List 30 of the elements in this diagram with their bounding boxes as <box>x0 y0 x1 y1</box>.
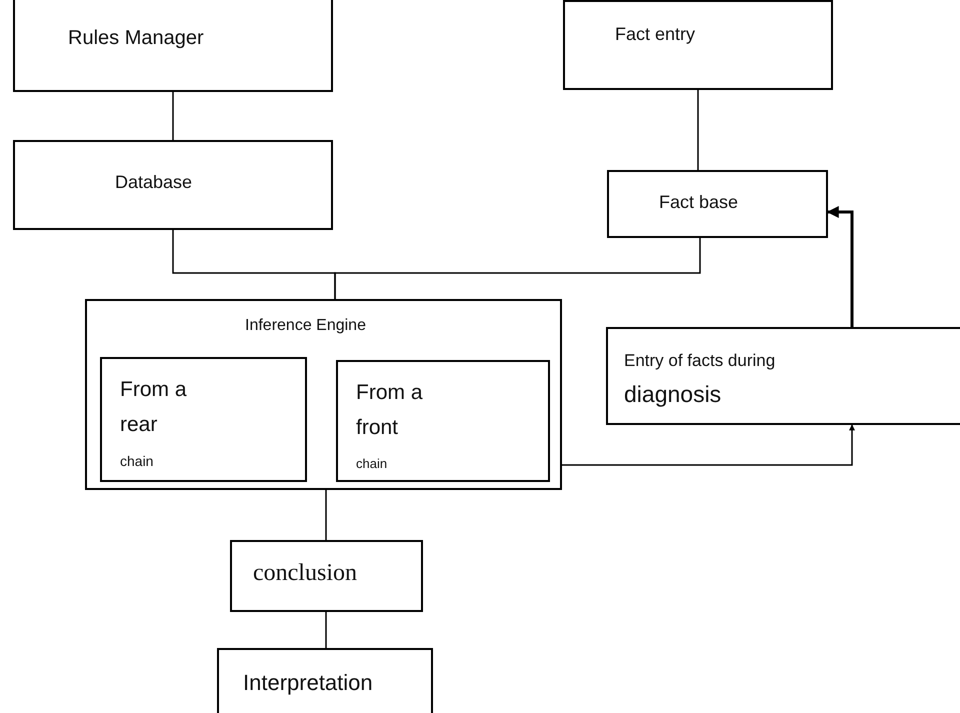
process-box <box>13 0 333 92</box>
box-label: From a front <box>356 380 424 441</box>
box-label: From a rear <box>120 377 188 438</box>
process-box <box>563 0 833 90</box>
process-box <box>100 357 307 482</box>
connector-line <box>172 92 174 140</box>
box-label: Database <box>115 172 192 193</box>
connector-line <box>334 238 701 299</box>
process-box <box>336 360 550 482</box>
process-box <box>607 170 828 238</box>
connector-line <box>325 612 327 648</box>
box-label: Rules Manager <box>68 27 204 50</box>
box-label: Entry of facts during <box>624 351 776 371</box>
box-label: Fact entry <box>615 24 696 45</box>
box-label: conclusion <box>253 560 357 587</box>
connector-line <box>325 490 327 540</box>
box-label: chain <box>356 456 388 471</box>
process-box <box>217 648 433 713</box>
box-label: chain <box>120 453 154 469</box>
box-label: Fact base <box>659 192 738 213</box>
process-box <box>85 299 562 490</box>
box-label: Inference Engine <box>245 317 366 335</box>
arrow <box>562 424 855 466</box>
connector-line <box>697 90 699 170</box>
box-label: Interpretation <box>243 670 373 696</box>
process-box <box>13 140 333 230</box>
process-box <box>606 327 960 425</box>
box-label: diagnosis <box>624 381 722 408</box>
arrow <box>826 206 854 327</box>
process-box <box>230 540 423 612</box>
